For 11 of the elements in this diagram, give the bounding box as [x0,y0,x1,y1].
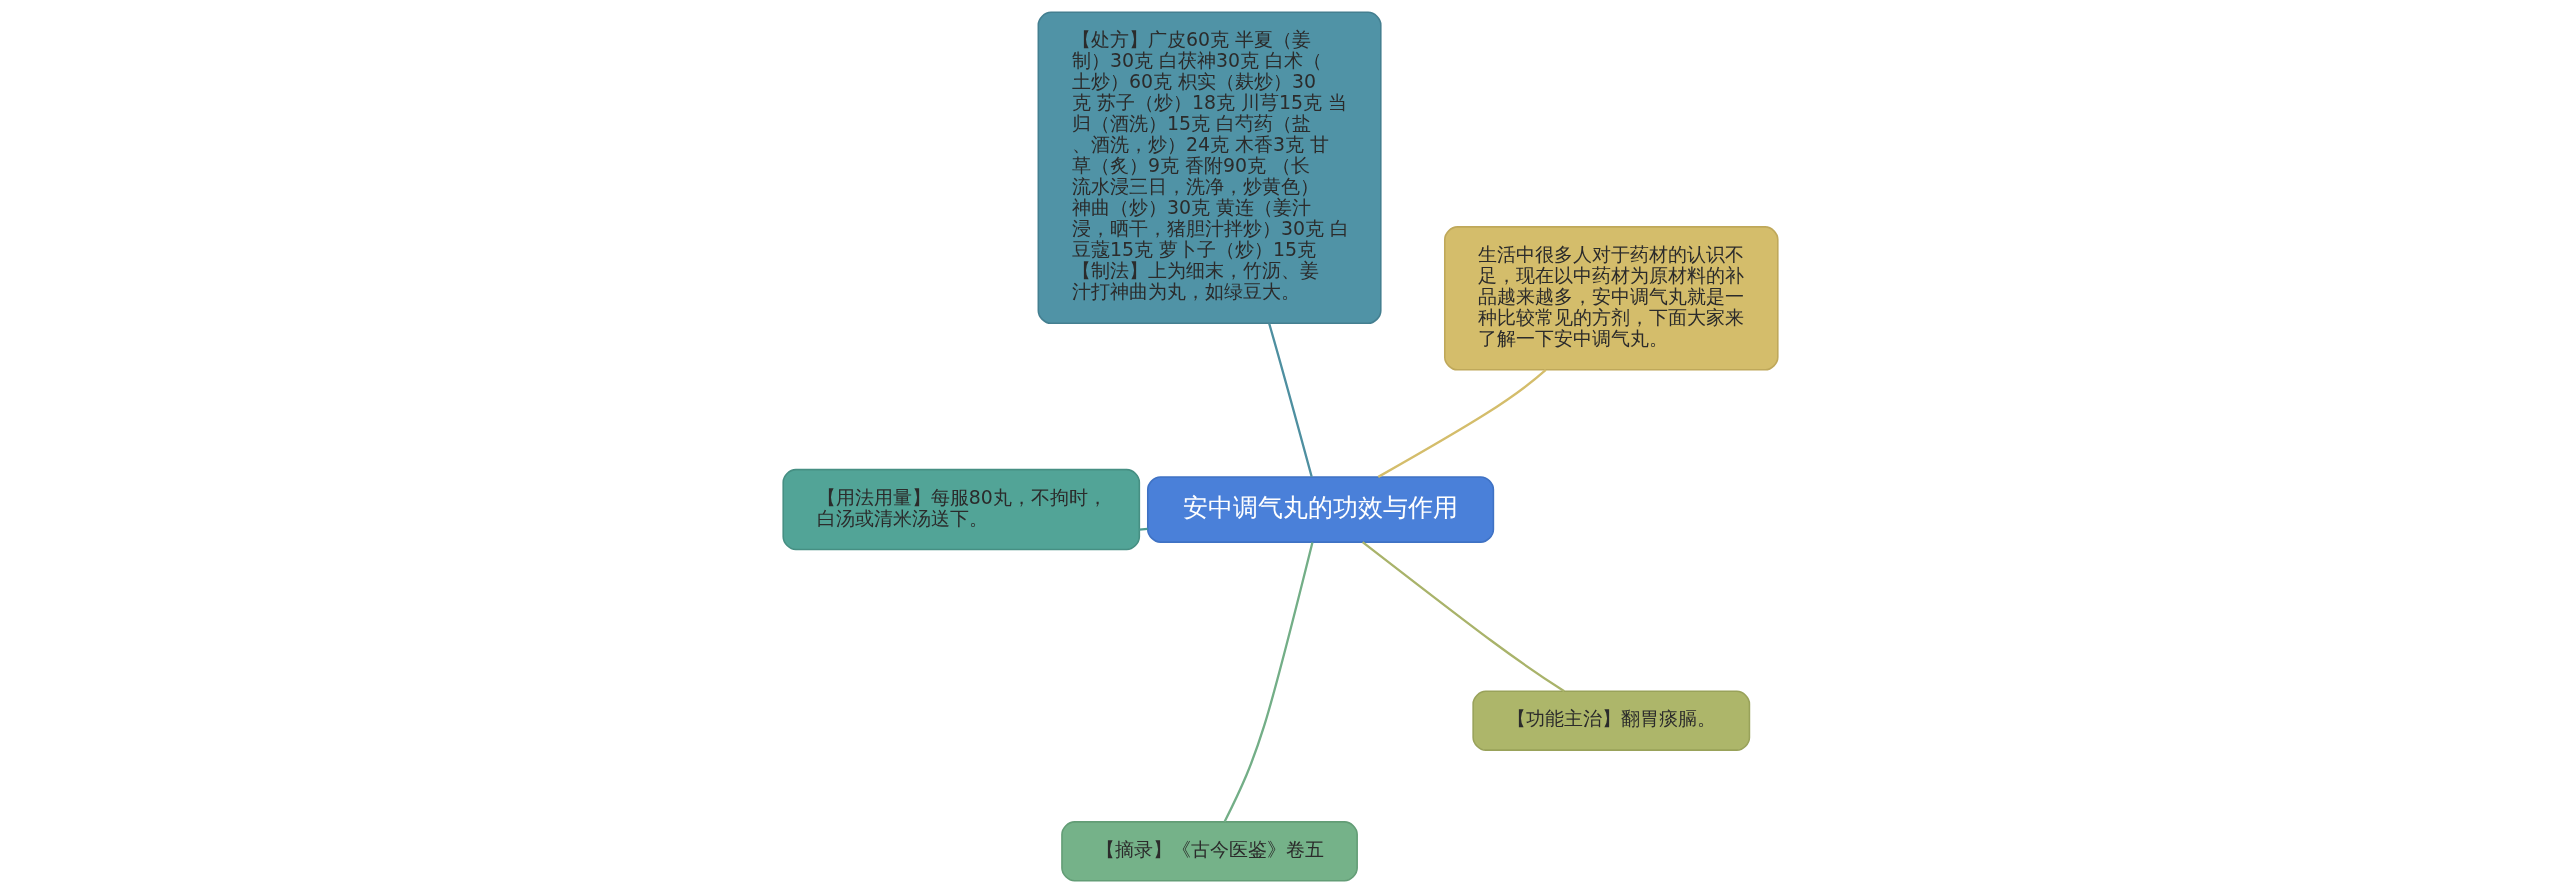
connector [1361,541,1565,693]
connector [1138,527,1148,531]
connector [1377,369,1547,478]
connector [1223,542,1314,823]
node-box: 生活中很多人对于药材的认识不足，现在以中药材为原材料的补品越来越多，安中调气丸就是一种比较常见的方剂，下面大家来了解一下安中调气丸。 [1443,226,1779,371]
node-box: 安中调气丸的功效与作用 [1146,476,1494,543]
node-box: 【摘录】《古今医鉴》卷五 [1060,821,1358,882]
node-box: 【功能主治】翻胃痰膈。 [1471,690,1750,751]
connector [1267,323,1313,478]
node-box: 【处方】广皮60克 半夏（姜制）30克 白茯神30克 白术（土炒）60克 枳实（麸炒）30克 苏子（炒）18克 川芎15克 当归（酒洗）15克 白芍药（盐、酒洗，炒）24克 木香3克 甘草（炙）9克 香附90克 （长流水浸三日，洗净，炒黄色）神曲（炒）30克 黄连（姜汁浸，晒干，猪胆汁拌炒）30克 白豆蔻15克 萝卜子（炒）15克【制法】上为细末，竹沥、姜汁打神曲为丸，如绿豆大。 [1037,11,1382,325]
node-box: 【用法用量】每服80丸，不拘时，白汤或清米汤送下。 [781,468,1140,551]
